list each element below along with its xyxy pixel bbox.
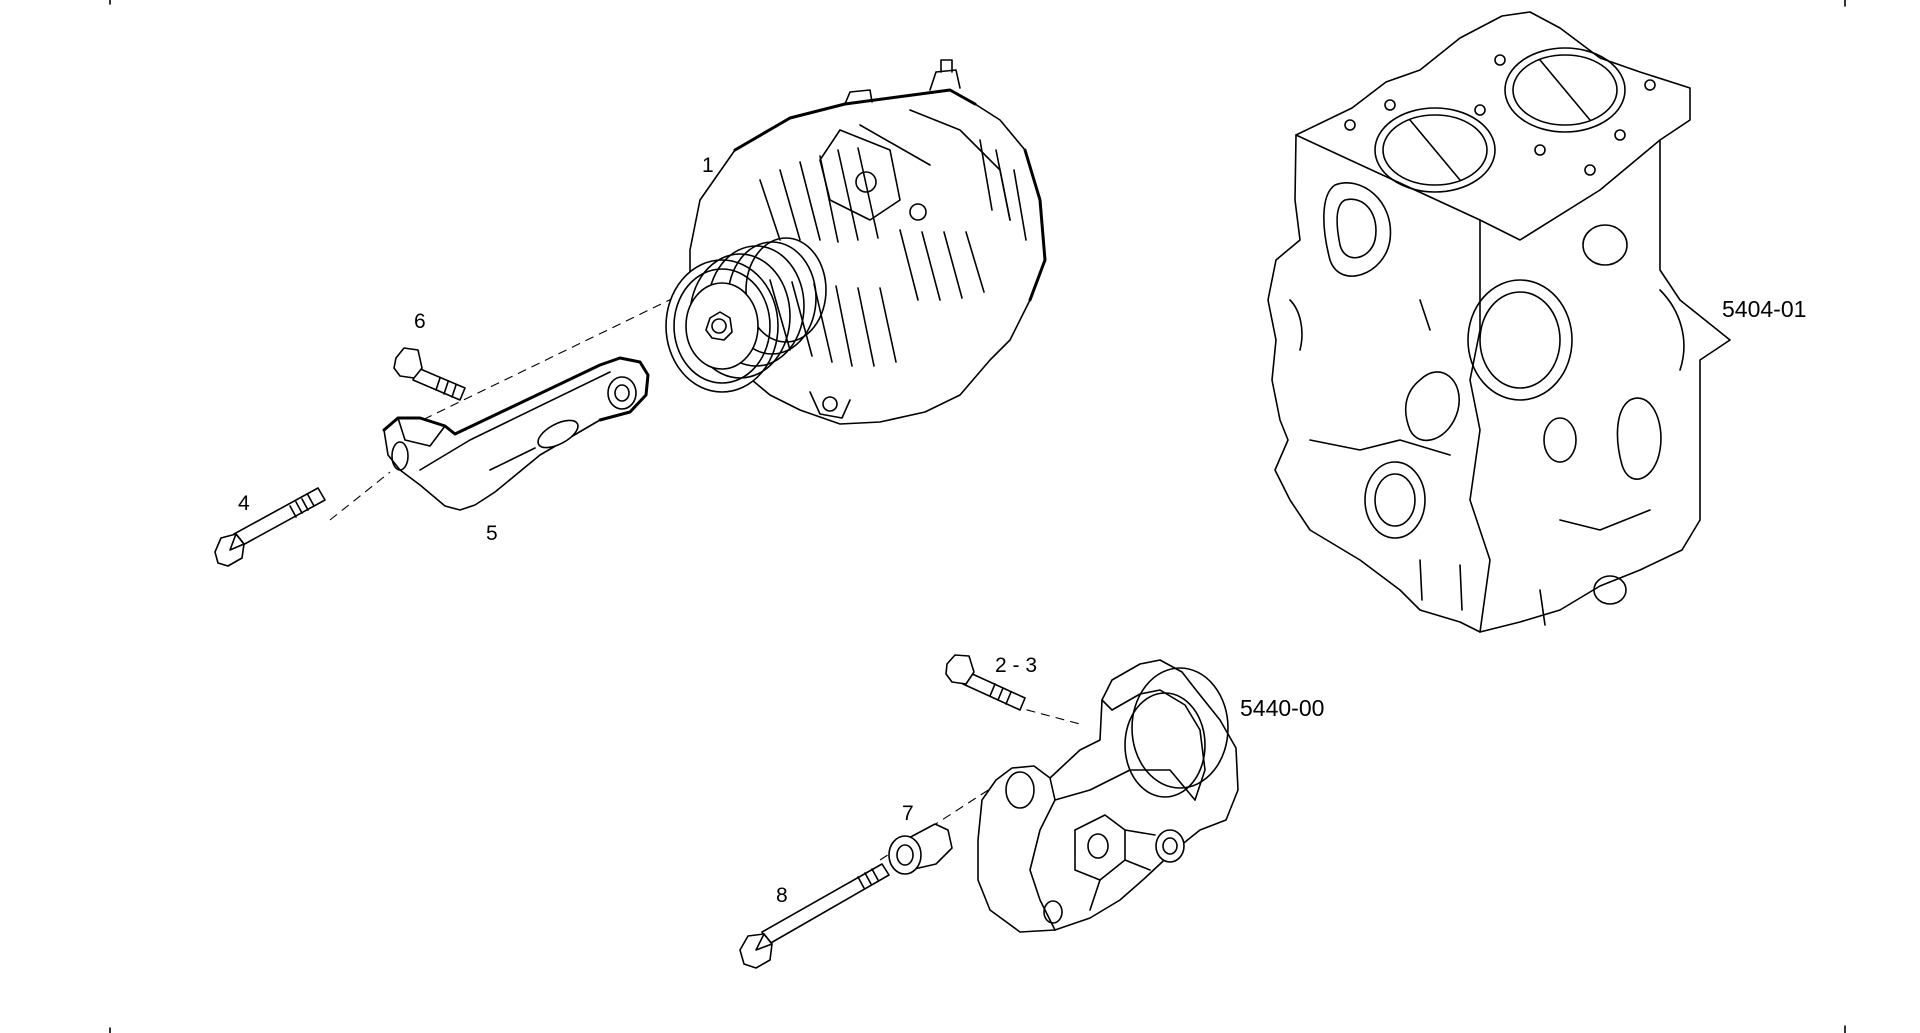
- long-bolt: [214, 487, 326, 567]
- callout-4: 4: [238, 492, 250, 515]
- callout-2-3: 2 - 3: [995, 654, 1037, 677]
- crop-marks: [109, 0, 1846, 1033]
- reference-5404-01: 5404-01: [1722, 296, 1806, 322]
- sleeve-bushing: [888, 823, 953, 875]
- callout-8: 8: [776, 884, 788, 907]
- reference-5440-00: 5440-00: [1240, 695, 1324, 721]
- alternator: [665, 59, 1047, 425]
- bracket-bolt: [945, 654, 1026, 711]
- alternator-pulley: [665, 237, 827, 393]
- bracket-long-bolt: [739, 863, 890, 969]
- callout-6: 6: [414, 310, 426, 333]
- callout-labels: 1 6 4 5 2 - 3 7 8 5404-01 5440-00: [238, 154, 1806, 907]
- callout-5: 5: [486, 522, 498, 545]
- mounting-bracket: [977, 659, 1239, 933]
- alternator-cooling-fins: [759, 139, 1027, 367]
- callout-7: 7: [902, 802, 914, 825]
- engine-block: [1267, 11, 1731, 633]
- short-bolt: [393, 347, 466, 401]
- support-bracket: [382, 356, 650, 511]
- callout-1: 1: [702, 154, 714, 177]
